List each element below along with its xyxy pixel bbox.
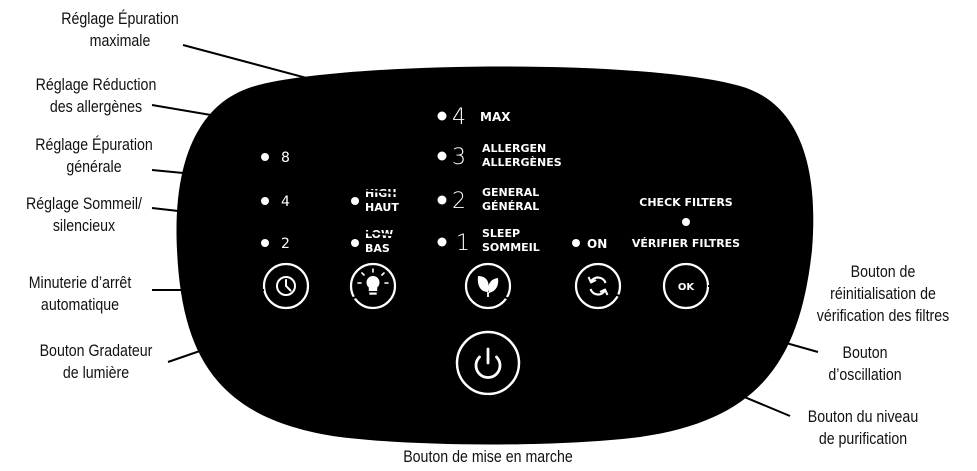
- oscillation-button[interactable]: [574, 262, 622, 310]
- timer-8-led: [261, 153, 269, 161]
- check-filters-label-fr: VÉRIFIER FILTRES: [632, 237, 740, 250]
- callout-purification-level: Bouton du niveau de purification: [790, 406, 936, 450]
- callout-light-dimmer: Bouton Gradateur de lumière: [27, 340, 165, 384]
- level-2-label-en: GENERAL: [482, 186, 539, 199]
- level-4-label: MAX: [480, 110, 511, 124]
- leader-max-purification: [182, 44, 435, 113]
- callout-auto-off-timer-line1: Minuterie d’arrêt: [28, 274, 132, 292]
- level-1-indicator: 1 SLEEP SOMMEIL: [437, 227, 540, 256]
- callout-oscillation-line1: Bouton: [842, 344, 888, 362]
- callout-sleep-quiet-line2: silencieux: [52, 217, 116, 235]
- level-3-label-en: ALLERGEN: [482, 142, 546, 155]
- leader-allergen-reduction: [151, 104, 435, 154]
- timer-4-indicator: 4: [261, 194, 290, 210]
- leader-general-purification: [151, 169, 435, 198]
- callout-general-purification-line1: Réglage Épuration: [35, 136, 153, 154]
- callout-general-purification: Réglage Épuration générale: [25, 134, 163, 178]
- light-high-label-fr: HAUT: [365, 201, 399, 214]
- timer-8-indicator: 8: [261, 150, 290, 166]
- level-4-led: [437, 111, 447, 121]
- level-3-numeral: 3: [452, 145, 466, 170]
- level-2-label-fr: GÉNÉRAL: [482, 200, 539, 213]
- light-low-led: [351, 239, 359, 247]
- callout-oscillation-line2: d’oscillation: [828, 366, 902, 384]
- oscillation-on-led: [572, 239, 580, 247]
- light-dimmer-button[interactable]: [349, 262, 397, 310]
- power-icon: [474, 347, 502, 379]
- callout-filter-reset: Bouton de réinitialisation de vérificati…: [801, 261, 964, 327]
- purification-level-button-ring[interactable]: [464, 262, 512, 310]
- level-2-numeral: 2: [452, 189, 466, 214]
- callout-general-purification-line2: générale: [66, 158, 122, 176]
- timer-2-label: 2: [281, 236, 290, 252]
- check-filters-indicator: CHECK FILTERS VÉRIFIER FILTRES: [632, 196, 740, 250]
- purification-level-button[interactable]: [464, 262, 512, 310]
- leader-purification-level: [501, 295, 791, 417]
- level-2-indicator: 2 GENERAL GÉNÉRAL: [437, 186, 539, 214]
- callout-max-purification-line2: maximale: [89, 32, 151, 50]
- light-high-led: [351, 197, 359, 205]
- callout-auto-off-timer: Minuterie d’arrêt automatique: [11, 272, 149, 316]
- callout-allergen-reduction-line2: des allergènes: [49, 98, 143, 116]
- leader-light-dimmer: [167, 295, 360, 363]
- level-4-indicator: 4 MAX: [437, 105, 511, 130]
- level-3-led: [437, 151, 447, 161]
- callout-allergen-reduction-line1: Réglage Réduction: [35, 76, 157, 94]
- leaf-icon: [477, 276, 499, 297]
- callout-purification-level-line1: Bouton du niveau: [807, 408, 919, 426]
- level-3-label-fr: ALLERGÈNES: [482, 156, 562, 169]
- timer-button-ring[interactable]: [262, 262, 310, 310]
- callout-max-purification: Réglage Épuration maximale: [51, 8, 189, 52]
- timer-4-label: 4: [281, 194, 290, 210]
- check-filters-label-en: CHECK FILTERS: [639, 196, 733, 209]
- level-1-led: [437, 237, 447, 247]
- level-2-led: [437, 195, 447, 205]
- callout-sleep-quiet-line1: Réglage Sommeil/: [26, 195, 142, 213]
- callout-allergen-reduction: Réglage Réduction des allergènes: [27, 74, 165, 118]
- level-1-numeral: 1: [456, 231, 470, 256]
- callout-power: Bouton de mise en marche: [393, 446, 582, 468]
- rotate-icon: [587, 276, 609, 296]
- timer-8-label: 8: [281, 150, 290, 166]
- timer-2-led: [261, 239, 269, 247]
- level-1-label-en: SLEEP: [482, 227, 520, 240]
- light-low-label-fr: BAS: [365, 242, 390, 255]
- callout-filter-reset-line3: vérification des filtres: [816, 307, 950, 325]
- oscillation-on-indicator: ON: [572, 237, 607, 251]
- leader-sleep-quiet: [151, 207, 435, 241]
- callout-power-line1: Bouton de mise en marche: [403, 448, 573, 466]
- level-4-numeral: 4: [452, 105, 466, 130]
- callout-light-dimmer-line2: de lumière: [62, 364, 130, 382]
- level-1-label-fr: SOMMEIL: [482, 241, 540, 254]
- callout-light-dimmer-line1: Bouton Gradateur: [39, 342, 153, 360]
- oscillation-on-label: ON: [587, 237, 607, 251]
- callout-purification-level-line2: de purification: [818, 430, 908, 448]
- lightbulb-icon: [357, 268, 389, 295]
- panel-body: [176, 66, 814, 445]
- level-3-indicator: 3 ALLERGEN ALLERGÈNES: [437, 142, 562, 170]
- clock-icon: [276, 276, 296, 296]
- timer-button[interactable]: [262, 262, 310, 310]
- check-filters-led: [682, 218, 690, 226]
- leader-oscillation: [612, 293, 819, 353]
- timer-2-indicator: 2: [261, 236, 290, 252]
- callout-filter-reset-line1: Bouton de: [850, 263, 916, 281]
- callout-oscillation: Bouton d’oscillation: [801, 342, 930, 386]
- timer-4-led: [261, 197, 269, 205]
- callout-max-purification-line1: Réglage Épuration: [61, 10, 179, 28]
- callout-sleep-quiet: Réglage Sommeil/ silencieux: [15, 193, 153, 237]
- power-button-ring[interactable]: [455, 330, 521, 396]
- ok-button-label: OK: [678, 282, 696, 293]
- power-button[interactable]: [455, 330, 521, 396]
- light-dimmer-button-ring[interactable]: [349, 262, 397, 310]
- callout-filter-reset-line2: réinitialisation de: [830, 285, 936, 303]
- callout-auto-off-timer-line2: automatique: [40, 296, 120, 314]
- oscillation-button-ring[interactable]: [574, 262, 622, 310]
